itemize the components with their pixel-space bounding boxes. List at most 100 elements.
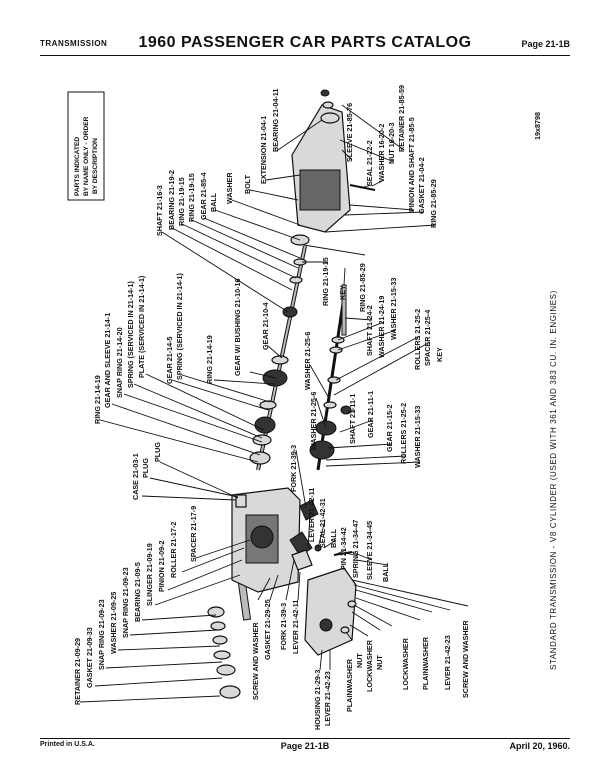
part-label: EXTENSION 21-04-1 [259,116,268,184]
part-label: WASHER [225,172,234,204]
part-label: LOCKWASHER [365,639,374,692]
part-label: NUT [355,653,364,668]
part-label: PLAINWASHER [421,636,430,690]
countershaft-gears [309,284,352,471]
transmission-case [231,487,301,593]
part-label: ROLLER 21-17-2 [169,522,178,578]
footer-page-number: Page 21-1B [280,741,330,751]
part-label: WASHER 21-09-25 [109,592,118,654]
part-label: PINION AND SHAFT 21-85-5 [407,117,416,212]
part-label: FORK 21-39-3 [289,445,298,492]
header-rule [40,55,570,56]
part-label: BALL [209,192,218,212]
part-label: GASKET 21-09-33 [85,627,94,688]
part-label: SEAL 21-22-2 [365,140,374,186]
part-label: WASHER 21-24-19 [377,296,386,358]
page-header: TRANSMISSION 1960 PASSENGER CAR PARTS CA… [40,34,570,54]
part-label: SHAFT 21-11-1 [348,394,357,444]
part-label: WASHER 21-25-6 [309,392,318,450]
footer-date: April 20, 1960. [509,741,570,751]
part-label: GEAR 21-85-4 [199,172,208,220]
part-label: RING 21-19-15 [187,173,196,222]
figure-caption: STANDARD TRANSMISSION - V8 CYLINDER (USE… [549,290,558,670]
part-label: PLATE (SERVICED IN 21-14-1) [137,275,146,378]
part-label: WASHER 21-15-33 [413,406,422,468]
part-label: SPRING (SERVICED IN 21-14-1) [126,280,135,388]
part-label: PIN 21-34-42 [339,527,348,570]
part-label: SHAFT 21-24-2 [365,305,374,356]
part-label: RETAINER 21-09-29 [73,638,82,705]
footer-rule [40,738,570,739]
part-label: GEAR 21-10-4 [261,302,270,350]
part-label: PINION 21-09-2 [157,540,166,592]
part-label: FORK 21-39-3 [279,603,288,650]
notice-line-3: BY DESCRIPTION [92,138,99,194]
part-label: KEY [435,347,444,362]
part-label: KEY [338,285,347,300]
leader-lines [79,104,469,703]
part-label: HOUSING 21-29-3 [313,670,322,730]
part-label: GEAR 21-15-2 [385,404,394,452]
part-label: CASE 21-03-1 [131,453,140,500]
part-label: WASHER 16-20-2 [377,124,386,182]
part-label: SHAFT 21-16-3 [155,185,164,236]
part-label: BOLT [243,174,252,194]
part-label: NUT [375,655,384,670]
part-label: RING 21-19-15 [177,177,186,226]
catalog-title: 1960 PASSENGER CAR PARTS CATALOG [138,34,472,51]
part-label: PLUG [153,442,162,462]
part-label: SLEEVE 21-85-76 [345,103,354,162]
part-label: RING 21-85-29 [429,179,438,228]
page-number: Page 21-1B [521,39,570,49]
part-label: BEARING 21-09-5 [133,562,142,622]
part-label: RING 21-19-15 [321,257,330,306]
part-label: BEARING 21-04-11 [271,88,280,152]
part-label: RETAINER 21-85-59 [397,85,406,152]
part-label: SCREW AND WASHER [251,622,260,700]
part-label: RING 21-85-29 [358,263,367,312]
part-label: GASKET 21-04-2 [417,157,426,214]
part-label: GASKET 21-29-25 [263,599,272,660]
part-label: PLAINWASHER [345,658,354,712]
part-label: SEAL 21-42-31 [318,498,327,548]
notice-line-2: BY NAME ONLY - ORDER [83,116,90,196]
part-label: ROLLERS 21-25-2 [399,403,408,464]
part-label: LOCKWASHER [401,637,410,690]
part-label: GEAR 21-11-1 [366,391,375,438]
part-label: WASHER 21-25-6 [303,332,312,390]
part-label: NUT 16-20-3 [387,122,396,164]
part-label: SPRING 21-34-47 [351,520,360,578]
part-label: LEVER 21-42-23 [443,635,452,690]
part-label: LEVER 21-42-11 [291,600,300,654]
part-label: SCREW AND WASHER [461,620,470,698]
part-label: RING 21-14-19 [205,335,214,384]
part-label: SNAP RING 21-14-20 [115,327,124,398]
part-label: PLUG [141,458,150,478]
section-title: TRANSMISSION [40,39,108,48]
part-label: LEVER 21-42-23 [323,671,332,726]
part-label: SLINGER 21-09-19 [145,543,154,606]
part-labels: RETAINER 21-09-29 GASKET 21-09-33 SNAP R… [73,85,470,730]
part-label: SPACER 21-17-9 [189,506,198,562]
extension-housing [290,89,376,246]
part-label: SLEEVE 21-34-45 [365,521,374,580]
part-label: GEAR AND SLEEVE 21-14-1 [103,313,112,408]
part-label: BALL [329,528,338,548]
part-label: LEVER 21-42-11 [307,488,316,542]
part-label: GEAR 21-14-5 [165,336,174,384]
part-label: BEARING 21-19-2 [167,170,176,230]
part-label: BALL [381,562,390,582]
printed-note: Printed in U.S.A. [40,741,95,748]
shifter-housing [304,567,357,656]
parts-illustration [207,89,376,699]
part-label: SPACER 21-25-4 [423,310,432,366]
part-label: ROLLERS 21-25-2 [413,309,422,370]
part-label: SNAP RING 21-09-23 [121,567,130,638]
page-footer: Printed in U.S.A. Page 21-1B April 20, 1… [40,741,570,755]
part-label: SPRING (SERVICED IN 21-14-1) [175,272,184,380]
part-label: SNAP RING 21-09-23 [97,599,106,670]
part-label: GEAR W/ BUSHING 21-10-16 [233,279,242,376]
part-label: WASHER 21-15-33 [389,278,398,340]
part-label: RING 21-14-19 [93,375,102,424]
